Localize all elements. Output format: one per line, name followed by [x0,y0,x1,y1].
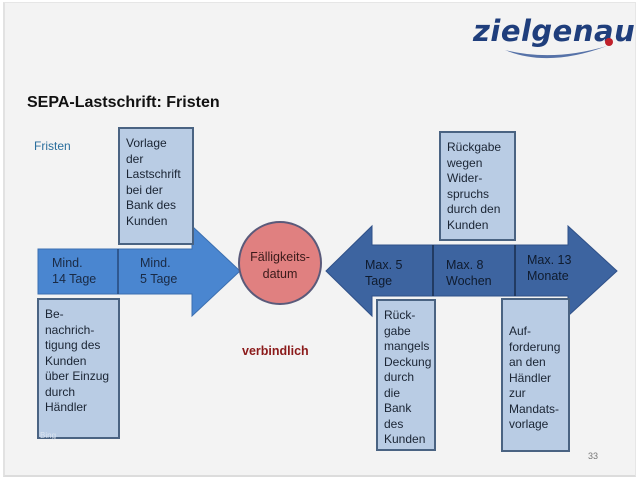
page-title: SEPA-Lastschrift: Fristen [27,94,220,111]
zielgenau-logo: zielgenau [473,14,635,64]
page-number: 33 [588,451,599,461]
due-date-circle [238,221,322,305]
segment-max-8-weeks: Max. 8 Wochen [446,258,492,288]
box-rueckgabe-deckung: Rück- gabe mangels Deckung durch die Ban… [376,299,436,451]
logo-dot-icon [605,38,613,46]
section-subtitle: Fristen [34,139,71,153]
segment-min-14-days: Mind. 14 Tage [52,256,97,286]
logo-swoosh-icon [505,46,607,59]
segment-max-13-months: Max. 13 Monate [527,253,572,283]
binding-note: verbindlich [242,344,309,358]
right-arrow-shape [325,224,618,318]
watermark: Bing [40,431,57,440]
segment-min-5-days: Mind. 5 Tage [140,256,178,286]
due-date-label: Fälligkeits- datum [250,250,310,281]
box-vorlage: Vorlage der Lastschrift bei der Bank des… [118,127,194,245]
box-benachrichtigung: Be- nachrich- tigung des Kunden über Ein… [37,298,120,439]
box-aufforderung: Auf- forderung an den Händler zur Mandat… [501,298,570,452]
box-rueckgabe-widerspruch: Rückgabe wegen Wider- spruchs durch den … [439,131,516,241]
segment-max-5-days: Max. 5 Tage [365,258,403,288]
left-arrow-shape [37,224,241,318]
